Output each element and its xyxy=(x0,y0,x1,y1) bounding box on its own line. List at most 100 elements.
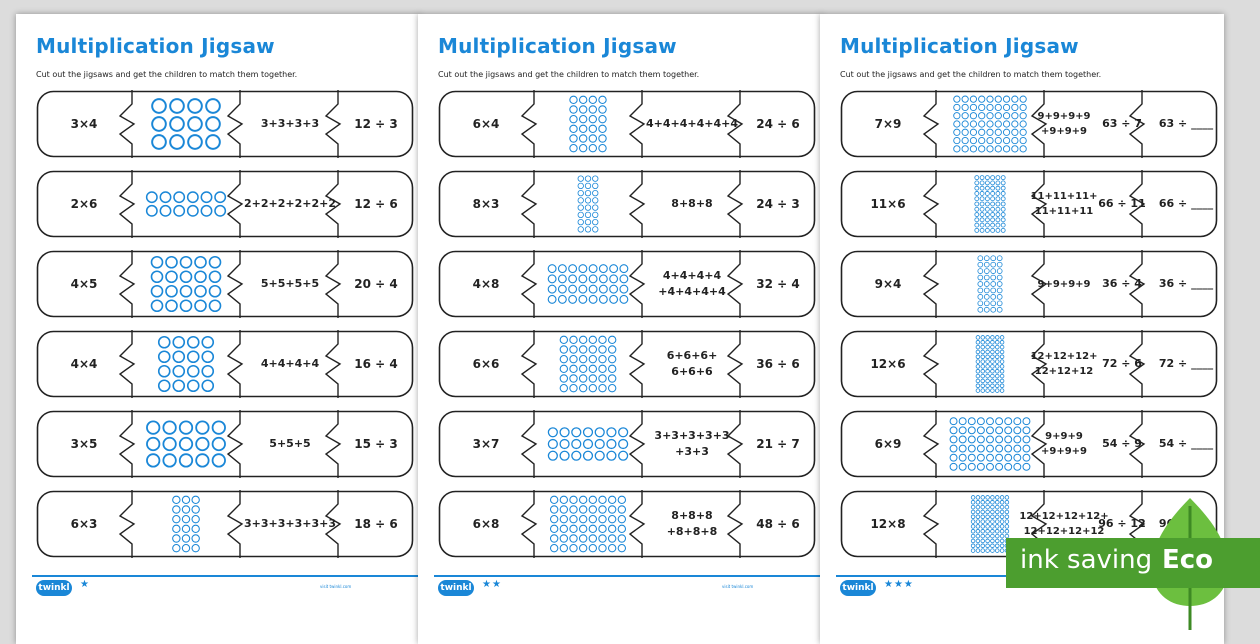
dot xyxy=(974,212,980,217)
dot xyxy=(958,417,967,426)
dot xyxy=(584,189,592,197)
dot xyxy=(953,112,961,120)
dot xyxy=(995,196,1001,202)
dot xyxy=(961,95,969,103)
dot xyxy=(619,284,629,294)
dot xyxy=(995,378,1000,384)
repeated-addition-piece: 9+9+9+9 xyxy=(1037,278,1091,290)
division-piece: 20 ÷ 4 xyxy=(354,277,398,291)
dot xyxy=(996,287,1003,294)
dot xyxy=(999,340,1005,345)
dot xyxy=(598,143,607,153)
dot xyxy=(159,204,172,217)
dot xyxy=(979,206,985,212)
dot xyxy=(990,185,996,191)
dot xyxy=(588,124,598,134)
jigsaw-strip-outline xyxy=(438,490,816,558)
dot xyxy=(1011,128,1019,136)
dot xyxy=(980,364,985,369)
dot xyxy=(578,274,588,284)
dot xyxy=(975,369,981,374)
dot xyxy=(980,548,985,553)
dot xyxy=(598,264,608,274)
dot xyxy=(970,514,976,519)
dot xyxy=(151,134,167,150)
dot xyxy=(995,533,1000,539)
dot xyxy=(568,264,578,274)
dot xyxy=(980,519,985,524)
dot xyxy=(986,136,994,145)
dot xyxy=(978,128,986,136)
dot xyxy=(606,438,617,450)
dot xyxy=(577,182,584,190)
dot xyxy=(186,335,200,349)
dot xyxy=(1022,426,1031,435)
dot xyxy=(179,255,193,269)
dot xyxy=(187,98,203,114)
dot xyxy=(569,105,578,114)
dot xyxy=(617,534,627,543)
dot xyxy=(191,534,200,543)
dot-array xyxy=(547,264,629,304)
worksheet-footer: twinkl★visit twinkl.com xyxy=(16,570,420,630)
dot xyxy=(569,505,578,514)
dot xyxy=(598,543,607,553)
dot xyxy=(975,340,981,345)
dot xyxy=(588,114,598,124)
dot xyxy=(983,268,990,274)
dot xyxy=(958,453,967,462)
dot xyxy=(547,438,558,450)
dot xyxy=(985,524,990,529)
dot xyxy=(165,299,178,313)
dot xyxy=(569,374,578,383)
dot-array xyxy=(549,495,627,553)
dot xyxy=(990,369,995,374)
dot xyxy=(1013,444,1022,453)
dot xyxy=(974,196,980,202)
dot xyxy=(569,143,578,153)
dot xyxy=(588,514,598,524)
dot xyxy=(162,453,177,468)
dot xyxy=(986,453,994,462)
dot xyxy=(949,435,958,444)
division-piece: 54 ÷ 9 xyxy=(1102,436,1142,450)
jigsaw-strip-outline xyxy=(438,170,816,238)
dot xyxy=(1022,435,1031,444)
dot xyxy=(990,175,996,181)
dot-array xyxy=(970,495,1010,553)
dot xyxy=(1000,185,1006,191)
dot xyxy=(598,505,607,514)
dot xyxy=(975,533,981,539)
dot xyxy=(609,284,619,294)
dot xyxy=(985,369,990,374)
dot xyxy=(999,543,1005,548)
dot xyxy=(995,364,1000,369)
dot xyxy=(1004,495,1010,500)
worksheet-instructions: Cut out the jigsaws and get the children… xyxy=(36,70,298,79)
jigsaw-strip-outline xyxy=(438,330,816,398)
dot xyxy=(986,462,994,471)
dot xyxy=(985,383,990,388)
dot xyxy=(995,504,1000,510)
dot xyxy=(547,294,557,304)
dot xyxy=(983,300,990,307)
dot xyxy=(169,116,185,132)
dot xyxy=(986,120,994,128)
dot xyxy=(1000,191,1006,196)
dot xyxy=(974,180,980,186)
dot xyxy=(990,344,995,350)
dot xyxy=(607,354,617,364)
multiplication-piece: 12×6 xyxy=(870,357,906,371)
dot xyxy=(995,369,1000,374)
jigsaw-strip-outline xyxy=(36,330,414,398)
multiplication-piece: 11×6 xyxy=(870,197,906,211)
dot-array xyxy=(577,175,599,233)
dot xyxy=(208,270,222,284)
dot xyxy=(569,134,578,143)
dot xyxy=(172,495,181,505)
dot xyxy=(985,533,990,539)
dot xyxy=(598,294,608,304)
dot xyxy=(999,514,1005,519)
dot xyxy=(1011,112,1019,120)
